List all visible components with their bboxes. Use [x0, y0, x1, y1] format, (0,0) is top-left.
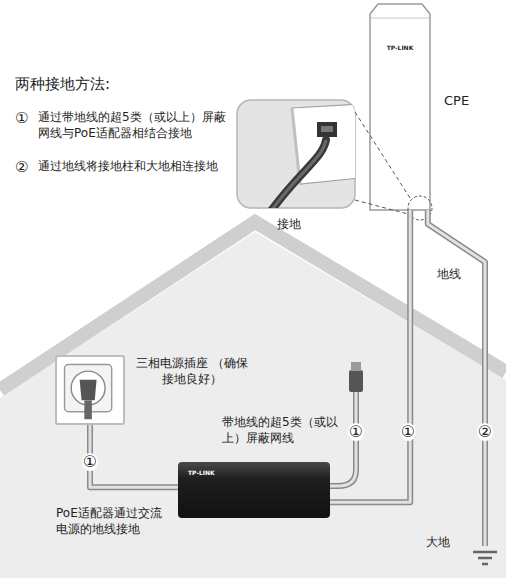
port-pins	[321, 126, 333, 132]
cable-connector	[90, 425, 178, 487]
cpe-seam	[370, 18, 430, 19]
inset-cable	[268, 140, 326, 208]
diagram-title: 两种接地方法:	[15, 74, 110, 94]
rj45-plug	[349, 370, 363, 392]
wire-label: 地线	[437, 266, 461, 282]
poe-adapter: TP-LINKPoE适配器通过交流电源的地线接地	[178, 462, 330, 518]
ground-symbol	[470, 546, 500, 572]
callout-number: ①	[400, 423, 416, 441]
callout-number: ②	[477, 423, 493, 441]
cable-inner	[428, 210, 485, 546]
callout-number: ①	[348, 423, 364, 441]
inset-cable-core	[268, 140, 326, 208]
power-outlet: 三相电源插座 （确保接地良好）	[55, 355, 125, 425]
method-text: 通过地线将接地柱和大地相连接地	[38, 158, 238, 174]
cable-connector	[330, 210, 410, 502]
method-text: 通过带地线的超5类（或以上）屏蔽网线与PoE适配器相结合接地	[38, 109, 226, 141]
device-name: CPE	[444, 92, 469, 110]
inset-detail	[268, 104, 355, 208]
plug-body	[80, 380, 97, 401]
zoom-line	[355, 200, 408, 214]
zoom-line	[355, 112, 410, 198]
cable-inner	[330, 210, 410, 502]
cpe-device: CPETP-LINK	[368, 0, 436, 210]
socket-face	[71, 371, 105, 405]
callout-number: ①	[15, 108, 28, 128]
adapter-note: PoE适配器通过交流电源的地线接地	[56, 505, 168, 537]
cable-connector	[428, 210, 485, 546]
socket-symbol	[57, 357, 123, 423]
cpe-housing	[370, 4, 430, 210]
brand-mark: TP-LINK	[188, 469, 215, 477]
rj45-tip	[351, 362, 361, 371]
ground-bar	[482, 563, 488, 566]
ground-label: 大地	[426, 534, 450, 550]
plug-neck	[84, 400, 92, 419]
rj45-port	[317, 122, 337, 137]
house-wall	[0, 232, 506, 578]
cable-outer	[330, 210, 410, 502]
cable-inner	[90, 425, 178, 487]
brand-mark: TP-LINK	[368, 44, 432, 52]
cable-outer	[90, 425, 178, 487]
callout-number: ②	[15, 157, 28, 177]
ground-bar	[473, 551, 497, 554]
earth-ground: 大地	[470, 546, 500, 572]
outlet-label: 三相电源插座 （确保接地良好）	[133, 355, 251, 387]
inset-label: 接地	[277, 216, 301, 232]
ground-bar	[478, 557, 492, 560]
cable-outer	[428, 210, 485, 546]
cable-label: 带地线的超5类（或以上）屏蔽网线	[222, 414, 348, 446]
callout-number: ①	[82, 453, 98, 471]
